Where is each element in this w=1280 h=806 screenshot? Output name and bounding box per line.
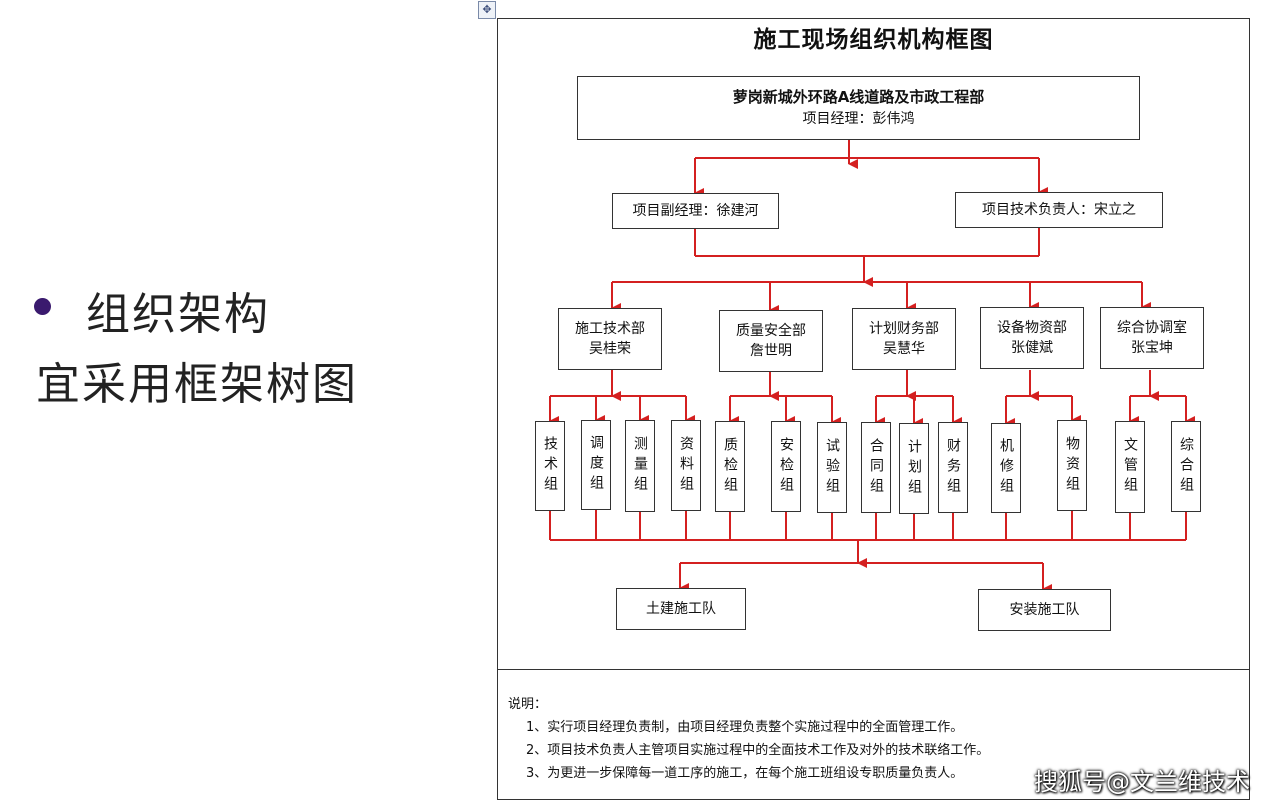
bullet-icon bbox=[34, 298, 51, 315]
dept-name: 计划财务部 bbox=[869, 320, 939, 337]
project-dept-box: 萝岗新城外环路A线道路及市政工程部 项目经理：彭伟鸿 bbox=[577, 76, 1140, 140]
dept-name: 综合协调室 bbox=[1117, 319, 1187, 336]
project-dept-name: 萝岗新城外环路A线道路及市政工程部 bbox=[732, 87, 985, 106]
group-box: 机修组 bbox=[991, 423, 1021, 513]
dept-equipment-materials: 设备物资部 张健斌 bbox=[980, 307, 1084, 369]
bullet-subtitle: 宜采用框架树图 bbox=[36, 359, 358, 410]
note-item: 2、项目技术负责人主管项目实施过程中的全面技术工作及对外的技术联络工作。 bbox=[526, 743, 990, 758]
group-box: 试验组 bbox=[817, 422, 847, 513]
dept-construction-tech: 施工技术部 吴桂荣 bbox=[558, 308, 662, 370]
dept-head: 吴慧华 bbox=[883, 341, 925, 357]
group-box: 质检组 bbox=[715, 421, 745, 512]
group-box: 调度组 bbox=[581, 420, 611, 510]
group-box: 资料组 bbox=[671, 420, 701, 511]
dept-name: 质量安全部 bbox=[736, 322, 806, 339]
dept-coordination: 综合协调室 张宝坤 bbox=[1100, 307, 1204, 369]
civil-team-box: 土建施工队 bbox=[616, 588, 746, 630]
note-item: 1、实行项目经理负责制，由项目经理负责整个实施过程中的全面管理工作。 bbox=[526, 720, 964, 735]
dept-name: 设备物资部 bbox=[997, 319, 1067, 336]
group-label: 财务组 bbox=[945, 437, 961, 498]
note-item: 3、为更进一步保障每一道工序的施工，在每个施工班组设专职质量负责人。 bbox=[526, 766, 964, 781]
group-label: 物资组 bbox=[1064, 435, 1080, 496]
group-label: 合同组 bbox=[868, 437, 884, 498]
group-box: 财务组 bbox=[938, 422, 968, 513]
group-box: 物资组 bbox=[1057, 420, 1087, 511]
chart-title: 施工现场组织机构框图 bbox=[753, 27, 994, 53]
dept-head: 詹世明 bbox=[750, 343, 792, 359]
org-chart-frame bbox=[497, 18, 1250, 670]
watermark-text: 搜狐号@文兰维技术 bbox=[1034, 768, 1250, 796]
group-label: 综合组 bbox=[1178, 436, 1194, 497]
group-box: 技术组 bbox=[535, 421, 565, 511]
deputy-manager-box: 项目副经理：徐建河 bbox=[612, 193, 779, 229]
notes-heading: 说明： bbox=[508, 697, 548, 712]
group-box: 合同组 bbox=[861, 422, 891, 513]
group-label: 文管组 bbox=[1122, 437, 1138, 497]
dept-head: 张健斌 bbox=[1011, 340, 1053, 356]
group-label: 调度组 bbox=[588, 435, 604, 495]
group-label: 计划组 bbox=[906, 438, 922, 499]
dept-quality-safety: 质量安全部 詹世明 bbox=[719, 310, 823, 372]
group-label: 质检组 bbox=[722, 436, 738, 497]
group-label: 安检组 bbox=[778, 436, 794, 497]
dept-name: 施工技术部 bbox=[575, 320, 645, 337]
group-box: 综合组 bbox=[1171, 421, 1201, 512]
group-label: 资料组 bbox=[678, 435, 694, 496]
dept-planning-finance: 计划财务部 吴慧华 bbox=[852, 308, 956, 370]
group-label: 试验组 bbox=[824, 437, 840, 498]
move-handle-icon[interactable]: ✥ bbox=[478, 1, 496, 19]
group-box: 文管组 bbox=[1115, 421, 1145, 513]
group-box: 安检组 bbox=[771, 421, 801, 512]
dept-head: 张宝坤 bbox=[1131, 340, 1173, 356]
tech-lead-box: 项目技术负责人：宋立之 bbox=[955, 192, 1163, 228]
group-box: 计划组 bbox=[899, 423, 929, 514]
group-label: 机修组 bbox=[998, 438, 1014, 498]
group-label: 技术组 bbox=[542, 436, 558, 496]
bullet-heading: 组织架构 bbox=[86, 289, 270, 340]
dept-head: 吴桂荣 bbox=[589, 341, 631, 357]
install-team-box: 安装施工队 bbox=[978, 589, 1111, 631]
group-box: 测量组 bbox=[625, 420, 655, 512]
group-label: 测量组 bbox=[632, 436, 648, 496]
notes-frame bbox=[497, 670, 1250, 800]
project-manager: 项目经理：彭伟鸿 bbox=[802, 110, 915, 127]
